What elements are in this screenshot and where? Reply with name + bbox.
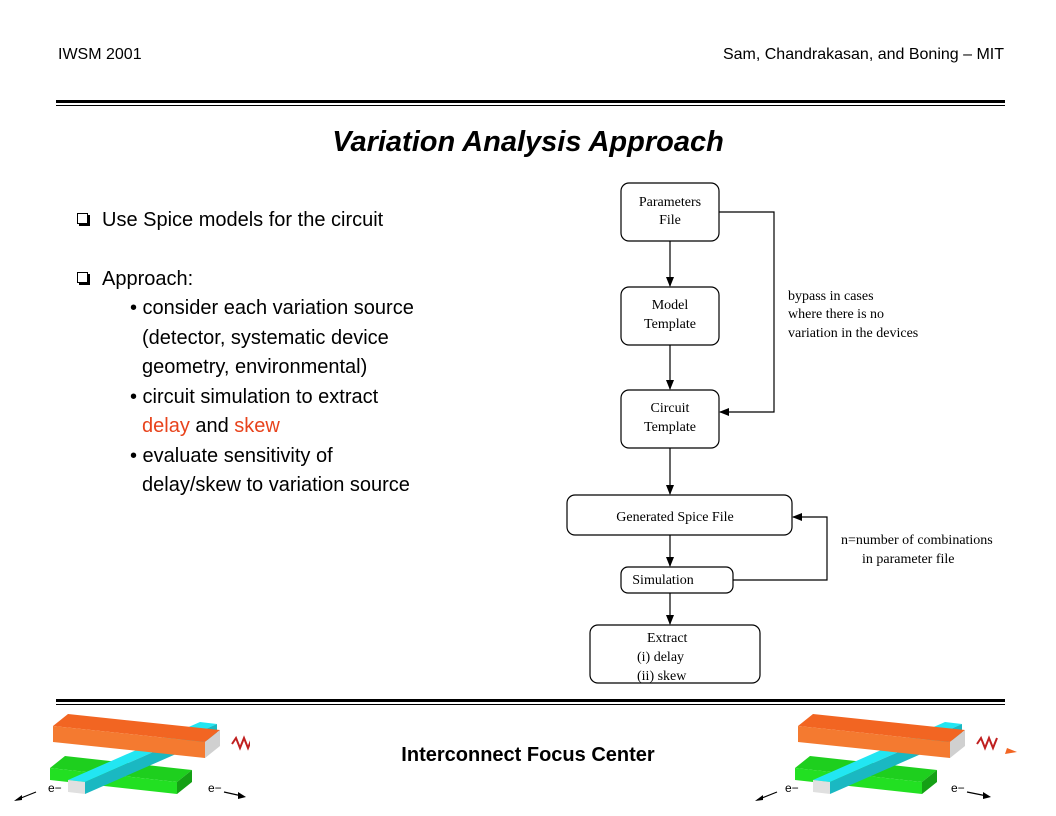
bypass-annotation: bypass in cases where there is no variat… (788, 289, 918, 341)
simulation-label: Simulation (632, 573, 693, 588)
loop-text-1: n=number of combinations (841, 533, 993, 548)
electron-label-left: e− (785, 781, 799, 795)
model-template-node: Model Template (620, 286, 720, 346)
bullet-list: Use Spice models for the circuit Approac… (74, 206, 514, 501)
interconnect-logo-right: e− e− (755, 714, 1017, 801)
parameters-file-node: Parameters File (620, 182, 720, 242)
model-template-label: Model (652, 298, 689, 313)
skew-highlight: skew (234, 415, 280, 437)
generated-spice-file-label: Generated Spice File (616, 510, 733, 525)
sub-bullet-cont: geometry, environmental) (142, 356, 368, 378)
extract-skew-label: (ii) skew (637, 669, 687, 684)
loop-arrow (733, 513, 828, 581)
sub-bullet: • evaluate sensitivity of (130, 444, 333, 467)
parameters-file-label-2: File (659, 213, 681, 228)
flow-arrows (666, 211, 828, 625)
interconnect-logo-left: e− e− (14, 714, 250, 801)
extract-node: Extract (i) delay (ii) skew (589, 624, 761, 684)
electron-label-right: e− (951, 781, 965, 795)
circuit-template-node: Circuit Template (620, 389, 720, 449)
sub-bullet: • circuit simulation to extract (130, 385, 379, 408)
footer-rule-thick (56, 699, 1005, 702)
header-authors: Sam, Chandrakasan, and Boning – MIT (722, 46, 1004, 63)
bypass-text-3: variation in the devices (788, 326, 918, 341)
simulation-node: Simulation (620, 566, 734, 594)
sub-bullet: • consider each variation source (130, 297, 414, 319)
sub-bullet-cont: delay/skew to variation source (142, 474, 410, 496)
loop-annotation: n=number of combinations in parameter fi… (841, 533, 993, 567)
bullet-text: Use Spice models for the circuit (102, 209, 384, 231)
electron-label-left: e− (48, 781, 62, 795)
checkbox-bullet-icon (77, 271, 88, 283)
circuit-template-label: Circuit (651, 401, 690, 416)
delay-highlight: delay (142, 415, 190, 437)
checkbox-bullet-icon (77, 213, 88, 224)
header-rule-thin (56, 105, 1005, 106)
sub-bullet-cont: (detector, systematic device (142, 326, 389, 349)
and-text: and (189, 415, 235, 437)
bullet-item: Use Spice models for the circuit (74, 206, 514, 236)
footer-rule-thin (56, 704, 1005, 705)
model-template-label-2: Template (644, 317, 696, 332)
page-title: Variation Analysis Approach (332, 126, 724, 158)
bypass-text-1: bypass in cases (788, 289, 874, 304)
sub-bullet-cont: delay and skew (142, 412, 514, 442)
bypass-arrow (719, 211, 775, 416)
header-rule-thick (56, 100, 1005, 103)
bullet-text: Approach: (102, 267, 194, 290)
parameters-file-label: Parameters (639, 195, 701, 210)
extract-label: Extract (647, 631, 688, 646)
generated-spice-file-node: Generated Spice File (566, 494, 793, 536)
header-conference: IWSM 2001 (58, 46, 142, 63)
electron-label-right: e− (208, 781, 222, 795)
loop-text-2: in parameter file (862, 552, 955, 567)
bypass-text-2: where there is no (788, 307, 884, 322)
circuit-template-label-2: Template (644, 420, 696, 435)
extract-delay-label: (i) delay (637, 650, 684, 665)
footer-title: Interconnect Focus Center (401, 744, 655, 766)
bullet-item: Approach: (74, 265, 514, 295)
